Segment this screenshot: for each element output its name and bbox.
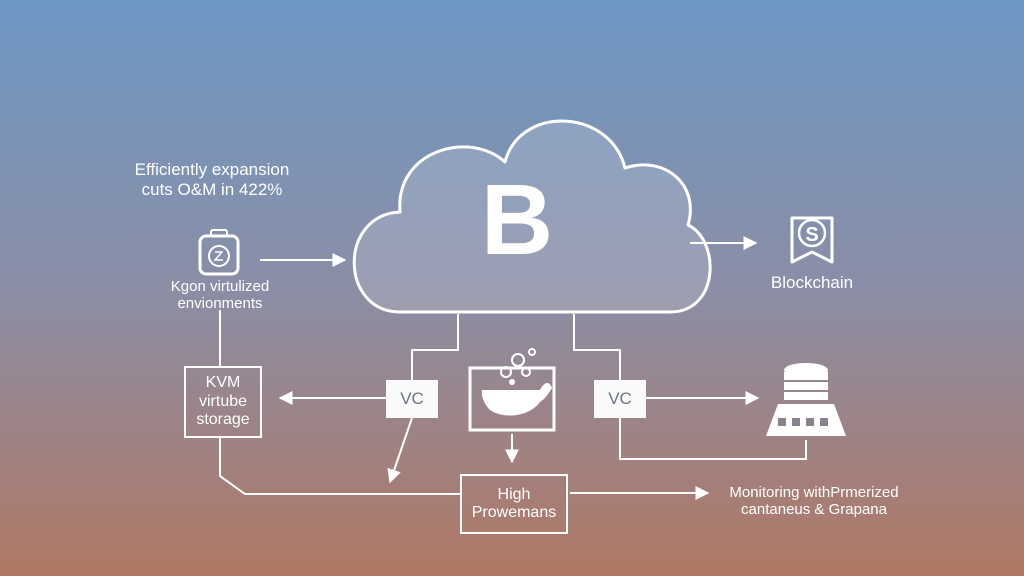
connector-cloud-to-vc-right <box>573 314 621 380</box>
headline-line1: Efficiently expansion <box>134 160 290 179</box>
blockchain-label: Blockchain <box>770 273 854 292</box>
headline: Efficiently expansion cuts O&M in 422% <box>112 160 312 199</box>
kvm-line2: virtube <box>198 392 248 410</box>
cloud-shape <box>352 119 712 314</box>
vc-right-box[interactable]: VC <box>594 380 646 418</box>
kvm-storage-box[interactable]: KVM virtube storage <box>184 366 262 438</box>
headline-line2: cuts O&M in 422% <box>141 179 283 199</box>
connector-cloud-to-vc-left <box>411 314 459 380</box>
vc-right-label: VC <box>608 389 632 409</box>
monitoring-line1: Monitoring withPrmerized <box>729 484 899 501</box>
docker-whale-icon <box>468 348 556 432</box>
database-server-icon <box>766 363 846 436</box>
blockchain-coin-icon: S <box>790 216 834 264</box>
bitcoin-symbol: B <box>480 164 554 276</box>
left-node-label: Kgon virtulized envionments <box>130 278 310 313</box>
connector-kvm-to-high <box>219 438 460 495</box>
high-line2: Prowemans <box>471 504 557 521</box>
vc-left-label: VC <box>400 389 424 409</box>
kvm-line3: storage <box>196 411 250 429</box>
left-node-line1: Kgon virtulized <box>170 278 270 295</box>
arrow-vc-left-down <box>387 417 413 484</box>
monitoring-line2: cantaneus & Grapana <box>741 501 887 519</box>
left-node-line2: envionments <box>177 295 263 313</box>
high-line1: High <box>497 485 531 503</box>
bitcoin-icon: B <box>462 170 572 270</box>
blockchain-coin-glyph: S <box>805 224 818 246</box>
vc-left-box[interactable]: VC <box>386 380 438 418</box>
high-prowemans-box[interactable]: High Prowemans <box>460 474 568 534</box>
camera-badge-icon <box>198 229 240 276</box>
kvm-line1: KVM <box>205 374 241 392</box>
connector-vc-right-to-server <box>619 418 807 460</box>
monitoring-label: Monitoring withPrmerized cantaneus & Gra… <box>706 484 922 519</box>
